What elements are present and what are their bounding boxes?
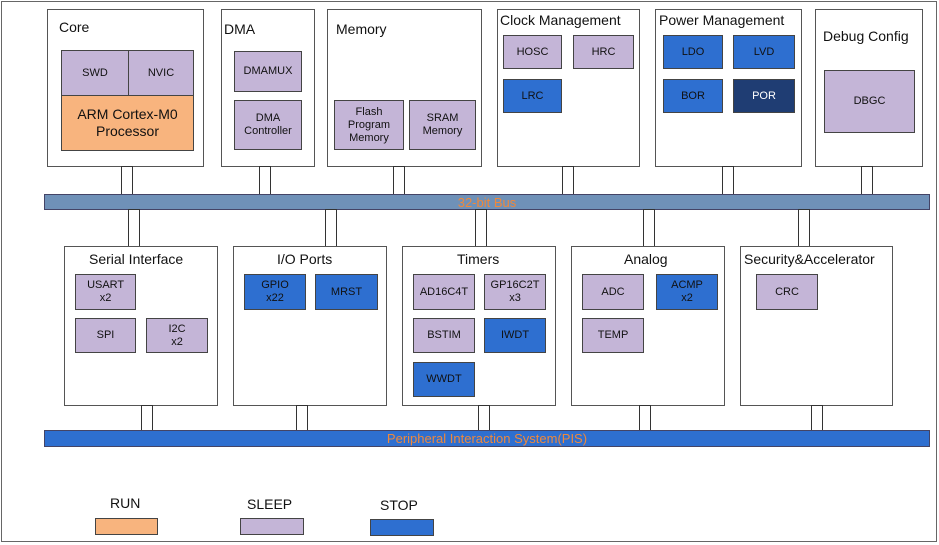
legend-sleep-label: SLEEP (247, 496, 293, 512)
iwdt-block: IWDT (484, 318, 546, 353)
i2c-block: I2C x2 (146, 318, 208, 353)
legend-run-swatch (95, 518, 158, 535)
io-title: I/O Ports (277, 251, 333, 267)
gp16c2t-block: GP16C2T x3 (484, 274, 546, 310)
legend-stop-label: STOP (380, 497, 418, 513)
connector (478, 405, 490, 431)
connector (325, 209, 337, 247)
mrst-block: MRST (315, 274, 378, 310)
usart-block: USART x2 (75, 274, 136, 310)
connector (393, 166, 405, 195)
temp-block: TEMP (582, 318, 644, 353)
serial-title: Serial Interface (89, 251, 184, 267)
crc-block: CRC (756, 274, 818, 310)
connector (861, 166, 873, 195)
connector (121, 166, 133, 195)
swd-block: SWD (61, 50, 129, 96)
dma-title: DMA (224, 21, 256, 37)
adc-block: ADC (582, 274, 644, 310)
core-title: Core (59, 19, 90, 35)
memory-title: Memory (336, 21, 387, 37)
wwdt-block: WWDT (413, 362, 475, 397)
legend-run-label: RUN (110, 495, 141, 511)
security-group: Security&Accelerator (740, 246, 893, 406)
dbgc-block: DBGC (824, 70, 915, 133)
nvic-block: NVIC (128, 50, 194, 96)
lvd-block: LVD (733, 35, 795, 69)
connector (141, 405, 153, 431)
debug-title: Debug Config (823, 28, 909, 44)
bor-block: BOR (663, 79, 723, 113)
io-group: I/O Ports (233, 246, 387, 406)
connector (475, 209, 487, 247)
processor-block: ARM Cortex-M0 Processor (61, 95, 194, 151)
connector (798, 209, 810, 247)
ad16c4t-block: AD16C4T (413, 274, 475, 310)
dmamux-block: DMAMUX (234, 51, 302, 92)
connector (643, 209, 655, 247)
connector (128, 209, 140, 247)
connector (722, 166, 734, 195)
spi-block: SPI (75, 318, 136, 353)
gpio-block: GPIO x22 (244, 274, 306, 310)
connector (562, 166, 574, 195)
flash-block: Flash Program Memory (334, 100, 404, 150)
por-block: POR (733, 79, 795, 113)
connector (259, 166, 271, 195)
sram-block: SRAM Memory (409, 100, 476, 150)
clock-title: Clock Management (500, 12, 621, 28)
bus-pis: Peripheral Interaction System(PIS) (44, 430, 930, 447)
ldo-block: LDO (663, 35, 723, 69)
lrc-block: LRC (503, 79, 562, 113)
dma-controller-block: DMA Controller (234, 100, 302, 150)
acmp-block: ACMP x2 (656, 274, 718, 310)
connector (296, 405, 308, 431)
legend-sleep-swatch (240, 518, 304, 535)
bstim-block: BSTIM (413, 318, 475, 353)
hosc-block: HOSC (503, 35, 562, 69)
bus-32bit: 32-bit Bus (44, 194, 930, 210)
security-title: Security&Accelerator (744, 251, 875, 267)
connector (639, 405, 651, 431)
legend-stop-swatch (370, 519, 434, 536)
power-title: Power Management (659, 12, 785, 28)
hrc-block: HRC (573, 35, 634, 69)
timers-title: Timers (457, 251, 500, 267)
analog-title: Analog (624, 251, 668, 267)
connector (811, 405, 823, 431)
